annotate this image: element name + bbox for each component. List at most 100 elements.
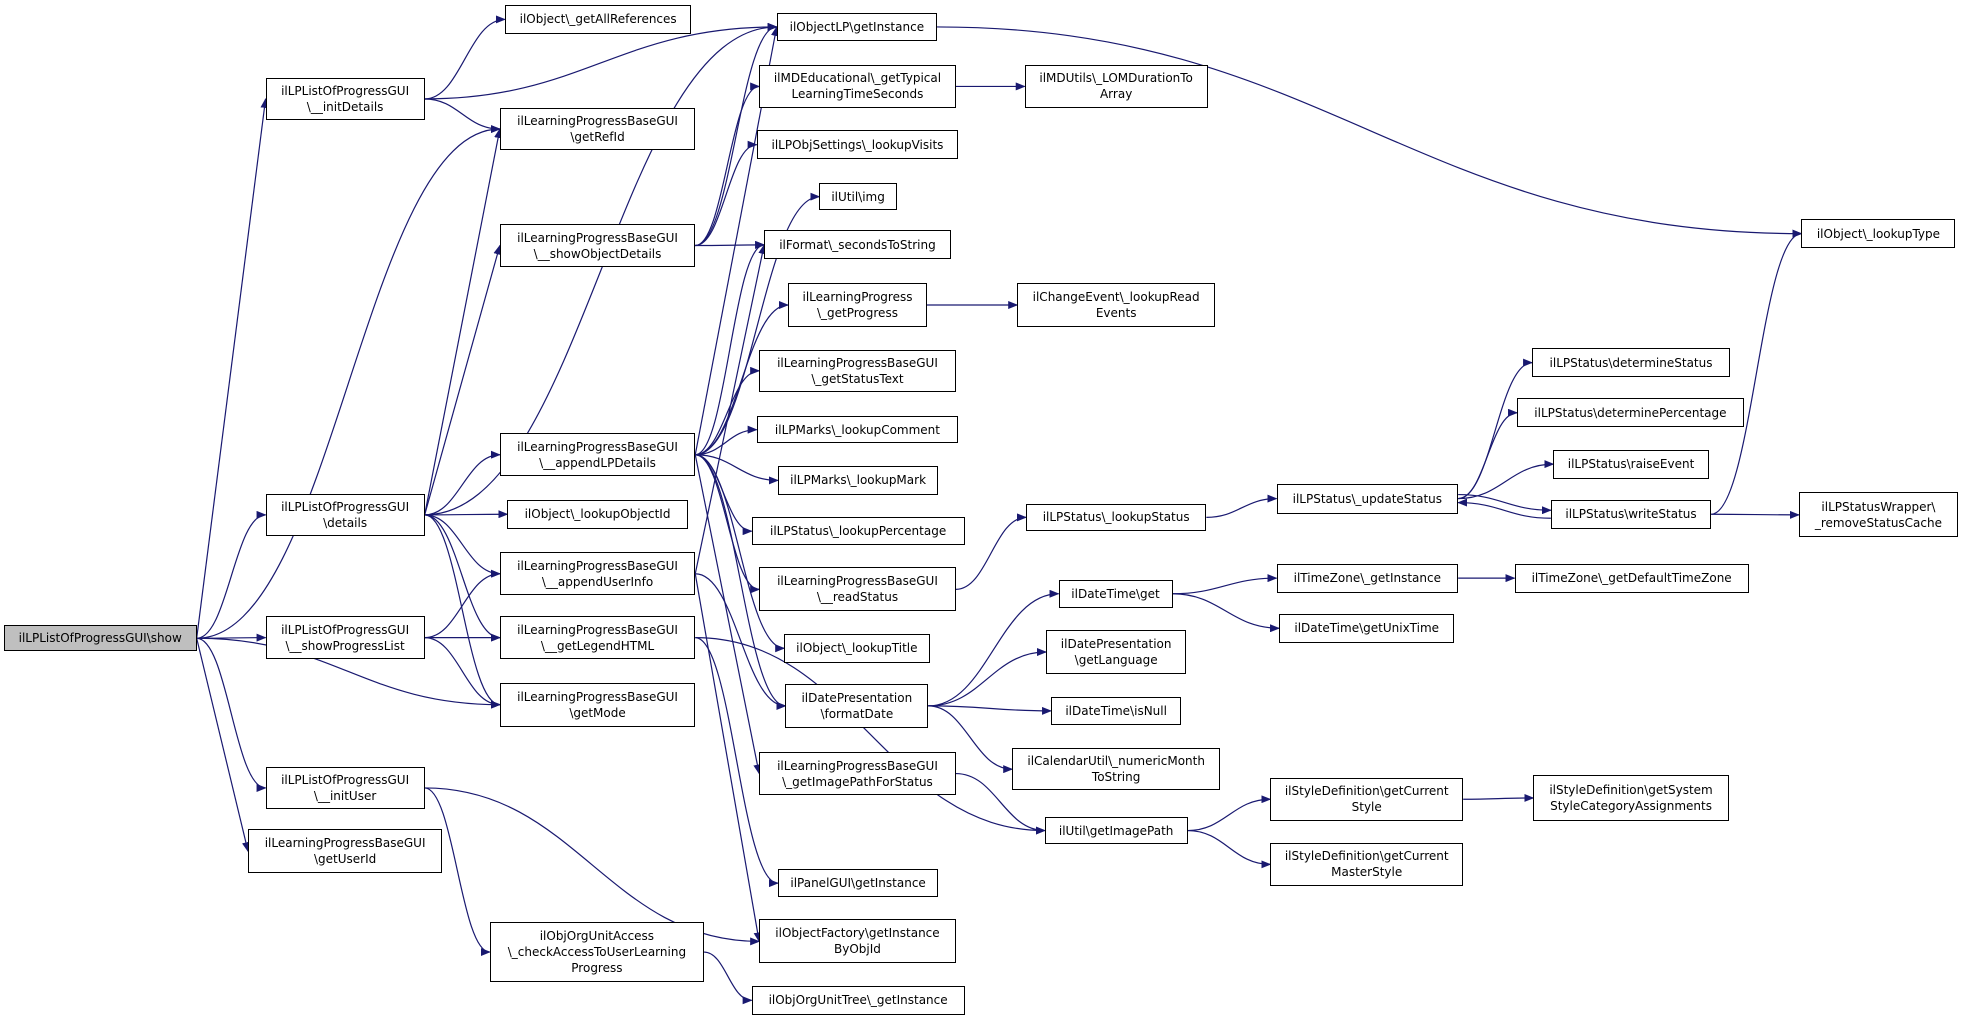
node-checkAccess[interactable]: ilObjOrgUnitAccess \_checkAccessToUserLe… (489, 921, 704, 983)
edge-writeStatus-to-lookupType (1711, 229, 1803, 515)
edge-dtGet-to-getUnixTime (1172, 593, 1281, 633)
node-removeCache[interactable]: ilLPStatusWrapper\ _removeStatusCache (1798, 492, 1958, 538)
node-lookupTitle[interactable]: ilObject\_lookupTitle (784, 633, 930, 663)
node-getImagePathForStatus[interactable]: ilLearningProgressBaseGUI \_getImagePath… (759, 751, 956, 796)
edge-formatDate-to-isNull (928, 705, 1053, 715)
node-updateStatus[interactable]: ilLPStatus\_updateStatus (1276, 483, 1459, 514)
edge-getCurrentStyle-to-systemStyleCat (1463, 793, 1535, 802)
edge-appendLPDetails-to-getProgress (695, 301, 789, 456)
node-lookupVisits[interactable]: ilLPObjSettings\_lookupVisits (756, 130, 959, 160)
node-lookupMark[interactable]: ilLPMarks\_lookupMark (777, 466, 939, 495)
node-numericMonth[interactable]: ilCalendarUtil\_numericMonth ToString (1012, 747, 1221, 791)
node-getCurrentMaster[interactable]: ilStyleDefinition\getCurrent MasterStyle (1270, 843, 1464, 886)
node-lookupRead[interactable]: ilChangeEvent\_lookupRead Events (1017, 283, 1216, 327)
edge-initDetails-to-getAllRefs (424, 15, 506, 100)
node-showProgressList[interactable]: ilLPListOfProgressGUI \__showProgressLis… (265, 616, 425, 659)
node-getCurrentStyle[interactable]: ilStyleDefinition\getCurrent Style (1270, 777, 1464, 821)
edge-writeStatus-to-updateStatus (1457, 498, 1551, 519)
node-systemStyleCat[interactable]: ilStyleDefinition\getSystem StyleCategor… (1533, 775, 1729, 821)
edge-details-to-showObjectDetails (424, 244, 502, 516)
node-tzDefault[interactable]: ilTimeZone\_getDefaultTimeZone (1514, 563, 1749, 593)
edge-initUser-to-objFactory (424, 787, 761, 946)
node-orgUnitTree[interactable]: ilObjOrgUnitTree\_getInstance (751, 985, 965, 1015)
edge-details-to-getLegendHTML (424, 514, 501, 642)
node-mdEducational[interactable]: ilMDEducational\_getTypical LearningTime… (759, 65, 956, 108)
node-lookupType[interactable]: ilObject\_lookupType (1801, 219, 1956, 249)
node-getUserId[interactable]: ilLearningProgressBaseGUI \getUserId (248, 829, 443, 874)
edge-formatDate-to-dtGet (928, 589, 1060, 707)
edge-showObjectDetails-to-mdEducational (695, 82, 761, 247)
edge-appendLPDetails-to-lookupMark (695, 454, 779, 485)
node-lomDuration[interactable]: ilMDUtils\_LOMDurationTo Array (1024, 65, 1208, 108)
edge-show-to-getMode (196, 637, 501, 709)
node-initDetails[interactable]: ilLPListOfProgressGUI \__initDetails (265, 77, 425, 121)
edge-appendLPDetails-to-lookupComment (695, 425, 758, 456)
edge-checkAccess-to-orgUnitTree (703, 951, 753, 1005)
node-details[interactable]: ilLPListOfProgressGUI \details (265, 493, 425, 537)
edge-appendLPDetails-to-formatDate (695, 454, 787, 710)
node-lookupPercentage[interactable]: ilLPStatus\_lookupPercentage (751, 517, 965, 545)
edge-show-to-details (196, 510, 267, 639)
edge-initDetails-to-getRefId (424, 98, 501, 134)
edge-updateStatus-to-determineStatus (1458, 358, 1534, 500)
node-getProgress[interactable]: ilLearningProgress \_getProgress (787, 283, 927, 327)
node-getUnixTime[interactable]: ilDateTime\getUnixTime (1279, 613, 1455, 643)
edge-writeStatus-to-removeCache (1711, 510, 1800, 519)
edge-dtGet-to-tzGetInstance (1172, 574, 1278, 595)
node-showObjectDetails[interactable]: ilLearningProgressBaseGUI \__showObjectD… (499, 224, 696, 267)
node-objFactory[interactable]: ilObjectFactory\getInstance ByObjId (759, 919, 956, 964)
node-show[interactable]: ilLPListOfProgressGUI\show (3, 625, 197, 652)
node-raiseEvent[interactable]: ilLPStatus\raiseEvent (1553, 449, 1709, 479)
edge-getLegendHTML-to-panelGetInstance (695, 637, 779, 888)
node-lookupComment[interactable]: ilLPMarks\_lookupComment (756, 415, 959, 444)
edge-objLPGetInstance-to-lookupType (937, 26, 1803, 238)
edge-show-to-getRefId (196, 125, 501, 639)
edge-appendLPDetails-to-secondsToString (695, 240, 766, 456)
node-dtGet[interactable]: ilDateTime\get (1058, 580, 1173, 608)
edge-appendUserInfo-to-objFactory (694, 573, 762, 943)
node-objLPGetInstance[interactable]: ilObjectLP\getInstance (776, 12, 938, 42)
edge-details-to-appendUserInfo (424, 514, 501, 578)
node-writeStatus[interactable]: ilLPStatus\writeStatus (1550, 499, 1712, 529)
node-getMode[interactable]: ilLearningProgressBaseGUI \getMode (499, 682, 696, 727)
node-getImagePath[interactable]: ilUtil\getImagePath (1044, 816, 1188, 845)
node-determineStatus[interactable]: ilLPStatus\determineStatus (1532, 348, 1730, 378)
node-getRefId[interactable]: ilLearningProgressBaseGUI \getRefId (499, 107, 696, 151)
node-isNull[interactable]: ilDateTime\isNull (1051, 696, 1182, 726)
node-lookupObjectId[interactable]: ilObject\_lookupObjectId (507, 499, 688, 529)
edge-appendLPDetails-to-lookupTitle (695, 454, 786, 653)
edge-lookupStatus-to-updateStatus (1206, 494, 1278, 518)
edge-formatDate-to-getLanguage (928, 648, 1048, 707)
edge-showProgressList-to-appendUserInfo (424, 569, 501, 639)
node-tzGetInstance[interactable]: ilTimeZone\_getInstance (1276, 563, 1459, 593)
edge-details-to-objLPGetInstance (424, 22, 778, 516)
node-formatDate[interactable]: ilDatePresentation \formatDate (785, 683, 929, 728)
node-appendLPDetails[interactable]: ilLearningProgressBaseGUI \__appendLPDet… (499, 433, 696, 477)
edge-appendLPDetails-to-getImagePathForStatus (694, 454, 762, 775)
node-determinePercentage[interactable]: ilLPStatus\determinePercentage (1517, 398, 1744, 428)
node-readStatus[interactable]: ilLearningProgressBaseGUI \__readStatus (759, 567, 956, 612)
edge-showObjectDetails-to-lookupVisits (695, 140, 758, 247)
node-getLanguage[interactable]: ilDatePresentation \getLanguage (1046, 630, 1187, 674)
edge-details-to-appendLPDetails (424, 450, 501, 516)
node-secondsToString[interactable]: ilFormat\_secondsToString (764, 230, 951, 260)
node-appendUserInfo[interactable]: ilLearningProgressBaseGUI \__appendUserI… (499, 552, 696, 596)
edge-getImagePath-to-getCurrentStyle (1187, 795, 1272, 832)
edge-details-to-getMode (424, 514, 501, 709)
node-getLegendHTML[interactable]: ilLearningProgressBaseGUI \__getLegendHT… (499, 616, 696, 659)
node-panelGetInstance[interactable]: ilPanelGUI\getInstance (777, 869, 939, 897)
edge-initDetails-to-objLPGetInstance (424, 22, 778, 100)
edge-updateStatus-to-writeStatus (1458, 493, 1552, 515)
edge-getImagePath-to-getCurrentMaster (1187, 829, 1272, 869)
edge-updateStatus-to-raiseEvent (1458, 460, 1555, 500)
edge-showObjectDetails-to-objLPGetInstance (695, 22, 778, 247)
edge-getLegendHTML-to-getImagePath (695, 637, 1046, 835)
node-utilImg[interactable]: ilUtil\img (819, 182, 897, 211)
node-lookupStatus[interactable]: ilLPStatus\_lookupStatus (1025, 503, 1207, 532)
node-initUser[interactable]: ilLPListOfProgressGUI \__initUser (265, 766, 425, 810)
edge-show-to-initDetails (196, 97, 269, 639)
node-getStatusText[interactable]: ilLearningProgressBaseGUI \_getStatusTex… (759, 349, 956, 393)
edge-showProgressList-to-getMode (424, 637, 501, 709)
node-getAllRefs[interactable]: ilObject\_getAllReferences (504, 5, 692, 34)
